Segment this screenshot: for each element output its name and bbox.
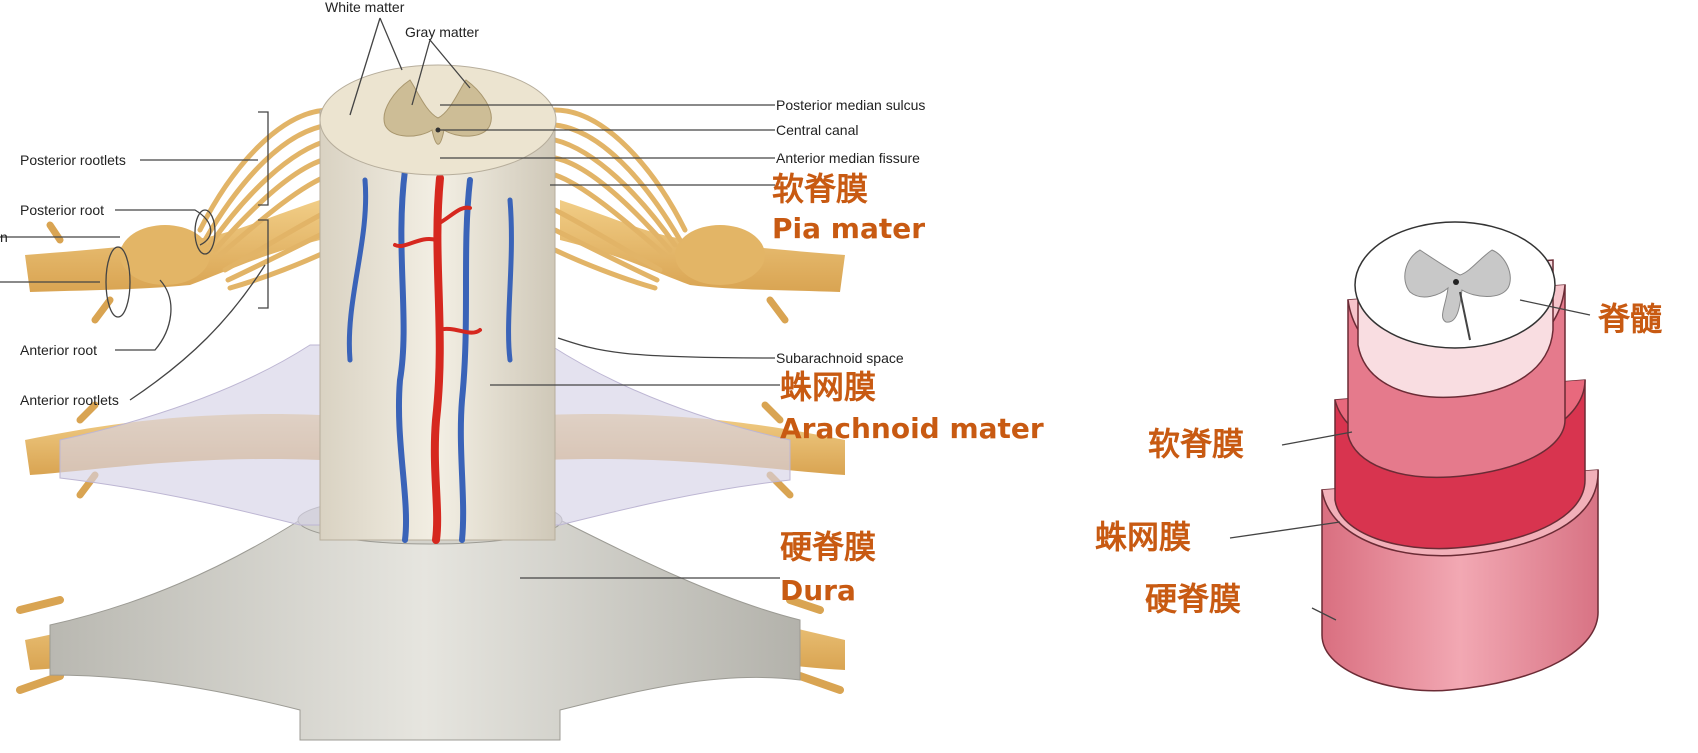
- anatomical-illustration: White matter Gray matter Posterior rootl…: [0, 0, 1044, 741]
- label-dura-cn-right: 硬脊膜: [1145, 580, 1241, 618]
- meninges-layer-schematic: 脊髓 软脊膜 蛛网膜 硬脊膜: [1095, 221, 1662, 692]
- label-posterior-rootlets: Posterior rootlets: [20, 152, 126, 168]
- label-subarachnoid-space: Subarachnoid space: [776, 350, 904, 366]
- blood-vessels: [346, 167, 514, 544]
- label-spinal-cord-cn: 脊髓: [1597, 300, 1662, 338]
- label-posterior-median-sulcus: Posterior median sulcus: [776, 97, 925, 113]
- label-posterior-root: Posterior root: [20, 202, 104, 218]
- label-edge-fragment: n: [0, 229, 8, 245]
- label-pia-mater-cn: 软脊膜: [772, 170, 868, 208]
- label-dura-en: Dura: [780, 574, 856, 607]
- annotation-leaders: [0, 17, 780, 579]
- right-gray-matter: [1404, 249, 1511, 323]
- central-canal-dot: [435, 127, 441, 133]
- label-anterior-median-fissure: Anterior median fissure: [776, 150, 920, 166]
- right-leaders: [1229, 299, 1591, 621]
- gray-matter-butterfly: [383, 79, 492, 145]
- label-pia-mater-en: Pia mater: [772, 212, 925, 245]
- label-anterior-root: Anterior root: [20, 342, 97, 358]
- label-pia-cn-right: 软脊膜: [1148, 425, 1244, 463]
- label-arachnoid-cn-right: 蛛网膜: [1095, 518, 1191, 556]
- dura-mater-sheath: [49, 519, 801, 741]
- label-dura-cn: 硬脊膜: [780, 528, 876, 566]
- label-white-matter: White matter: [325, 0, 405, 15]
- label-arachnoid-cn: 蛛网膜: [780, 368, 876, 406]
- label-arachnoid-en: Arachnoid mater: [780, 412, 1044, 445]
- label-anterior-rootlets: Anterior rootlets: [20, 392, 119, 408]
- label-gray-matter: Gray matter: [405, 24, 479, 40]
- label-central-canal: Central canal: [776, 122, 859, 138]
